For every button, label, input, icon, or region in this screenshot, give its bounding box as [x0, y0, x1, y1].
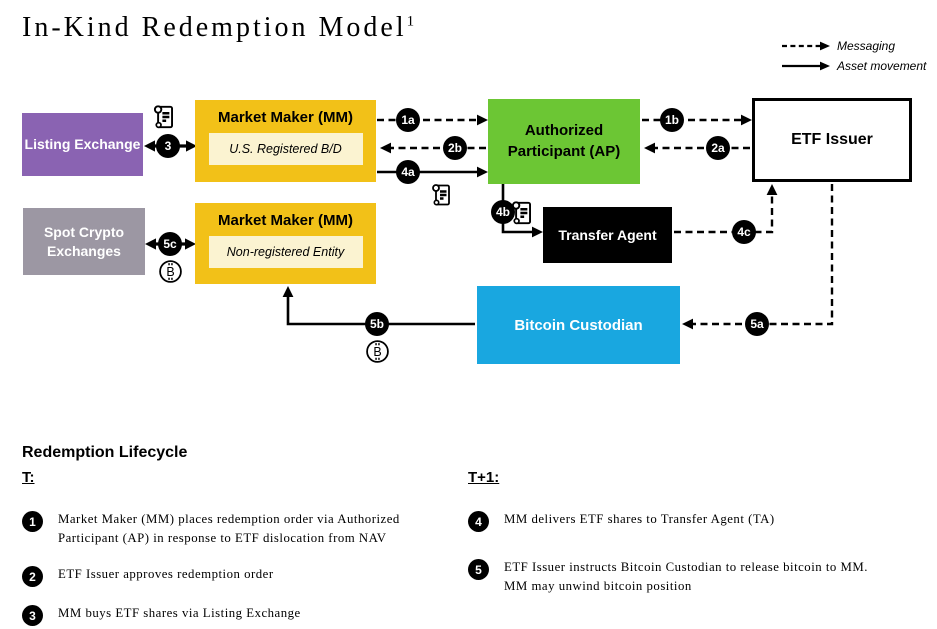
flow-2b-line: [380, 142, 486, 154]
legend-label-asset-movement: Asset movement: [837, 59, 927, 73]
market-maker-nonregistered-box: Market Maker (MM) Non-registered Entity: [195, 203, 376, 284]
step-text: ETF Issuer approves redemption order: [58, 567, 274, 582]
flow-badge-5b: 5b: [365, 312, 389, 336]
step-text: Market Maker (MM) places redemption orde…: [58, 512, 400, 546]
flow-badge-2a: 2a: [706, 136, 730, 160]
solid-arrow-icon: [782, 61, 830, 71]
redemption-lifecycle-section: Redemption Lifecycle T: 1 Market Maker (…: [22, 444, 922, 627]
etf-issuer-box: ETF Issuer: [752, 98, 912, 182]
bitcoin-icon: B: [159, 260, 182, 283]
order-scroll-icon: [153, 105, 173, 129]
market-maker-registered-subtype: U.S. Registered B/D: [208, 133, 363, 165]
bitcoin-letter: B: [373, 345, 381, 359]
lifecycle-column-t-plus-1-heading: T+1:: [468, 469, 500, 486]
flow-4c-line: [674, 184, 778, 234]
etf-issuer-label: ETF Issuer: [791, 131, 873, 148]
bitcoin-custodian-label: Bitcoin Custodian: [514, 316, 643, 334]
flow-badge-5a: 5a: [745, 312, 769, 336]
step-text: MM buys ETF shares via Listing Exchange: [58, 606, 301, 621]
lifecycle-item-5: 5 ETF Issuer instructs Bitcoin Custodian…: [468, 558, 918, 596]
page-title-text: In-Kind Redemption Model: [22, 12, 407, 43]
flow-1b-line: [642, 114, 752, 126]
lifecycle-heading: Redemption Lifecycle: [22, 444, 188, 461]
bitcoin-custodian-box: Bitcoin Custodian: [477, 286, 680, 364]
listing-exchange-label: Listing Exchange: [24, 136, 141, 153]
transfer-agent-label: Transfer Agent: [558, 226, 657, 243]
listing-exchange-box: Listing Exchange: [22, 113, 143, 176]
transfer-agent-box: Transfer Agent: [543, 207, 672, 263]
order-scroll-icon: [511, 201, 531, 225]
step-number-badge: 5: [468, 559, 489, 580]
flow-5a-line: [682, 184, 834, 330]
lifecycle-item-4: 4 MM delivers ETF shares to Transfer Age…: [468, 510, 918, 532]
lifecycle-column-t-heading: T:: [22, 469, 35, 486]
flow-4a-line: [377, 166, 488, 178]
step-text: ETF Issuer instructs Bitcoin Custodian t…: [504, 560, 868, 594]
flow-1a-line: [377, 114, 488, 126]
flow-badge-5c: 5c: [158, 232, 182, 256]
order-scroll-icon: [432, 184, 450, 206]
spot-crypto-exchanges-box: Spot Crypto Exchanges: [23, 208, 145, 275]
footnote-marker: 1: [406, 13, 415, 30]
market-maker-nonregistered-subtype: Non-registered Entity: [208, 236, 363, 268]
flow-badge-1a: 1a: [396, 108, 420, 132]
flow-2a-line: [644, 142, 750, 154]
step-text: MM delivers ETF shares to Transfer Agent…: [504, 512, 775, 526]
dashed-arrow-icon: [782, 41, 830, 51]
flow-badge-3: 3: [156, 134, 180, 158]
lifecycle-item-1: 1 Market Maker (MM) places redemption or…: [22, 510, 454, 548]
spot-crypto-exchanges-label: Spot Crypto Exchanges: [43, 224, 125, 259]
legend-row-messaging: Messaging: [781, 36, 926, 56]
lifecycle-column-t-plus-1: T+1: 4 MM delivers ETF shares to Transfe…: [468, 469, 918, 622]
flow-badge-1b: 1b: [660, 108, 684, 132]
step-number-badge: 2: [22, 566, 43, 588]
flow-badge-2b: 2b: [443, 136, 467, 160]
flow-badge-4b: 4b: [491, 200, 515, 224]
page-title: In-Kind Redemption Model1: [22, 12, 414, 44]
market-maker-registered-box: Market Maker (MM) U.S. Registered B/D: [195, 100, 376, 182]
lifecycle-item-3: 3 MM buys ETF shares via Listing Exchang…: [22, 604, 454, 627]
step-number-badge: 1: [22, 511, 43, 532]
flow-5b-line: [282, 286, 475, 326]
step-number-badge: 4: [468, 511, 489, 532]
authorized-participant-label: Authorized Participant (AP): [507, 122, 621, 160]
step-number-badge: 3: [22, 605, 43, 627]
legend-label-messaging: Messaging: [837, 39, 896, 53]
bitcoin-letter: B: [166, 265, 174, 279]
authorized-participant-box: Authorized Participant (AP): [488, 99, 640, 184]
market-maker-registered-label: Market Maker (MM): [217, 109, 354, 126]
bitcoin-icon: B: [366, 340, 389, 363]
legend: Messaging Asset movement: [781, 36, 926, 76]
market-maker-nonregistered-label: Market Maker (MM): [217, 212, 354, 229]
flow-badge-4a: 4a: [396, 160, 420, 184]
lifecycle-item-2: 2 ETF Issuer approves redemption order: [22, 565, 454, 588]
legend-row-asset-movement: Asset movement: [781, 56, 926, 76]
lifecycle-column-t: T: 1 Market Maker (MM) places redemption…: [22, 469, 454, 629]
flow-badge-4c: 4c: [732, 220, 756, 244]
